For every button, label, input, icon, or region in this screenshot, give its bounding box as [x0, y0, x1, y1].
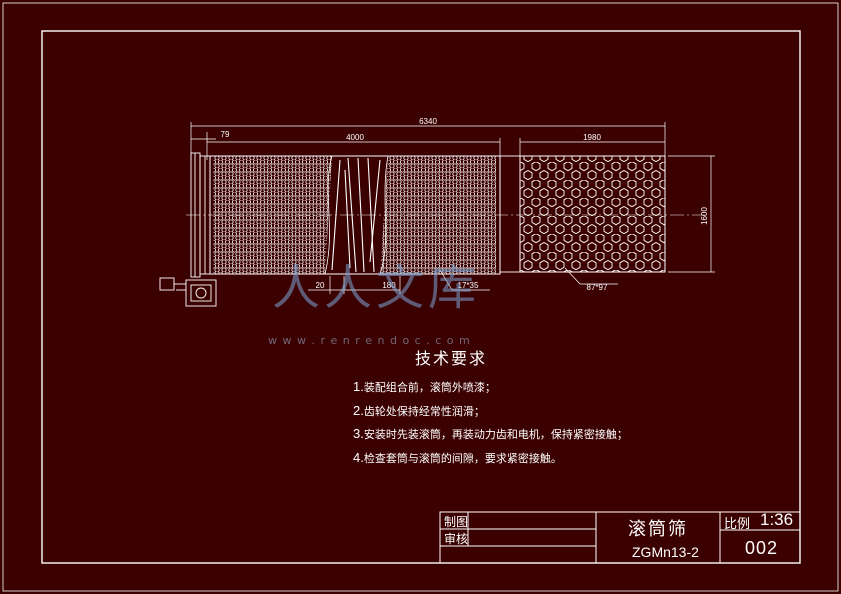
requirement-item: 1.装配组合前，滚筒外喷漆；: [353, 379, 496, 394]
dim-fine-hole: 17*35: [458, 281, 479, 290]
title-block-frame: [439, 511, 801, 564]
checked-by-label: 审核: [444, 532, 469, 546]
requirement-item: 2.齿轮处保持经常性润滑；: [353, 402, 485, 418]
drawn-by-label: 制图: [444, 515, 469, 529]
requirement-item: 3.安装时先装滚筒，再装动力齿和电机，保持紧密接触；: [353, 426, 628, 441]
requirement-item: 4.检查套筒与滚筒的间隙，要求紧密接触。: [353, 449, 562, 465]
requirements-title: 技术要求: [415, 349, 488, 368]
dim-first-offset: 79: [221, 130, 230, 139]
material-code: ZGMn13-2: [632, 544, 699, 560]
drum-joint: [499, 155, 521, 273]
watermark-logo: 人人文库: [272, 260, 481, 316]
dim-hole-gap: 20: [316, 281, 325, 290]
dimension-lines: [190, 122, 715, 294]
drive-end: [159, 152, 217, 307]
dim-second-section: 1980: [583, 133, 601, 142]
dim-total-length: 6340: [419, 117, 437, 126]
dim-spiral-pitch: 180: [382, 281, 396, 290]
requirements-list: 1.装配组合前，滚筒外喷漆； 2.齿轮处保持经常性润滑； 3.安装时先装滚筒，再…: [353, 376, 628, 470]
dim-coarse-hole: 87*97: [587, 283, 608, 292]
scale-label: 比例: [724, 517, 751, 532]
sheet-border-inner: [41, 30, 801, 564]
watermark-url: w w w . r e n r e n d o c . c o m: [268, 334, 471, 347]
dim-main-section: 4000: [346, 133, 364, 142]
dim-height: 1600: [700, 207, 709, 225]
part-name: 滚筒筛: [628, 519, 688, 540]
scale-value: 1:36: [760, 510, 794, 529]
drum-coarse-section: [519, 155, 666, 273]
drawing-number: 002: [745, 538, 779, 558]
